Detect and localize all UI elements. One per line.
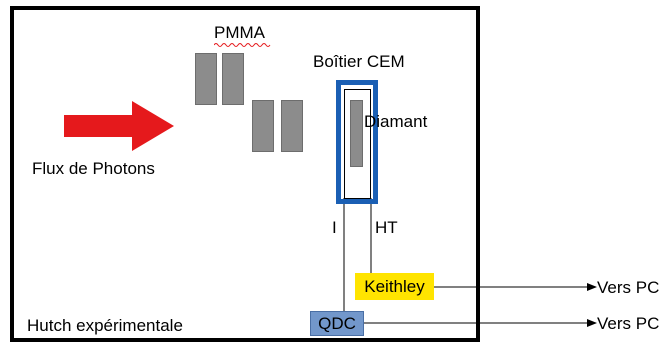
beam-arrow-icon — [64, 101, 174, 151]
flux-label: Flux de Photons — [32, 159, 155, 178]
vers-pc-label-1: Vers PC — [597, 278, 660, 297]
current-label: I — [332, 218, 337, 237]
spellcheck-underline-icon — [214, 43, 271, 47]
pmma-label: PMMA — [214, 23, 265, 42]
pmma-plate-1 — [195, 53, 217, 105]
boitier-label: Boîtier CEM — [313, 52, 405, 71]
ht-label: HT — [375, 218, 398, 237]
pmma-plate-2 — [222, 53, 244, 105]
diamant-label: Diamant — [364, 112, 428, 131]
pmma-plate-4 — [281, 100, 303, 152]
hutch-label: Hutch expérimentale — [27, 316, 183, 335]
detector-housing — [344, 89, 371, 199]
pmma-plate-3 — [252, 100, 274, 152]
diamond-detector — [350, 100, 363, 167]
cem-box — [336, 80, 378, 204]
vers-pc-label-2: Vers PC — [597, 314, 660, 333]
keithley-box: Keithley — [355, 273, 434, 300]
qdc-box: QDC — [310, 311, 364, 336]
hutch-boundary — [10, 6, 480, 342]
